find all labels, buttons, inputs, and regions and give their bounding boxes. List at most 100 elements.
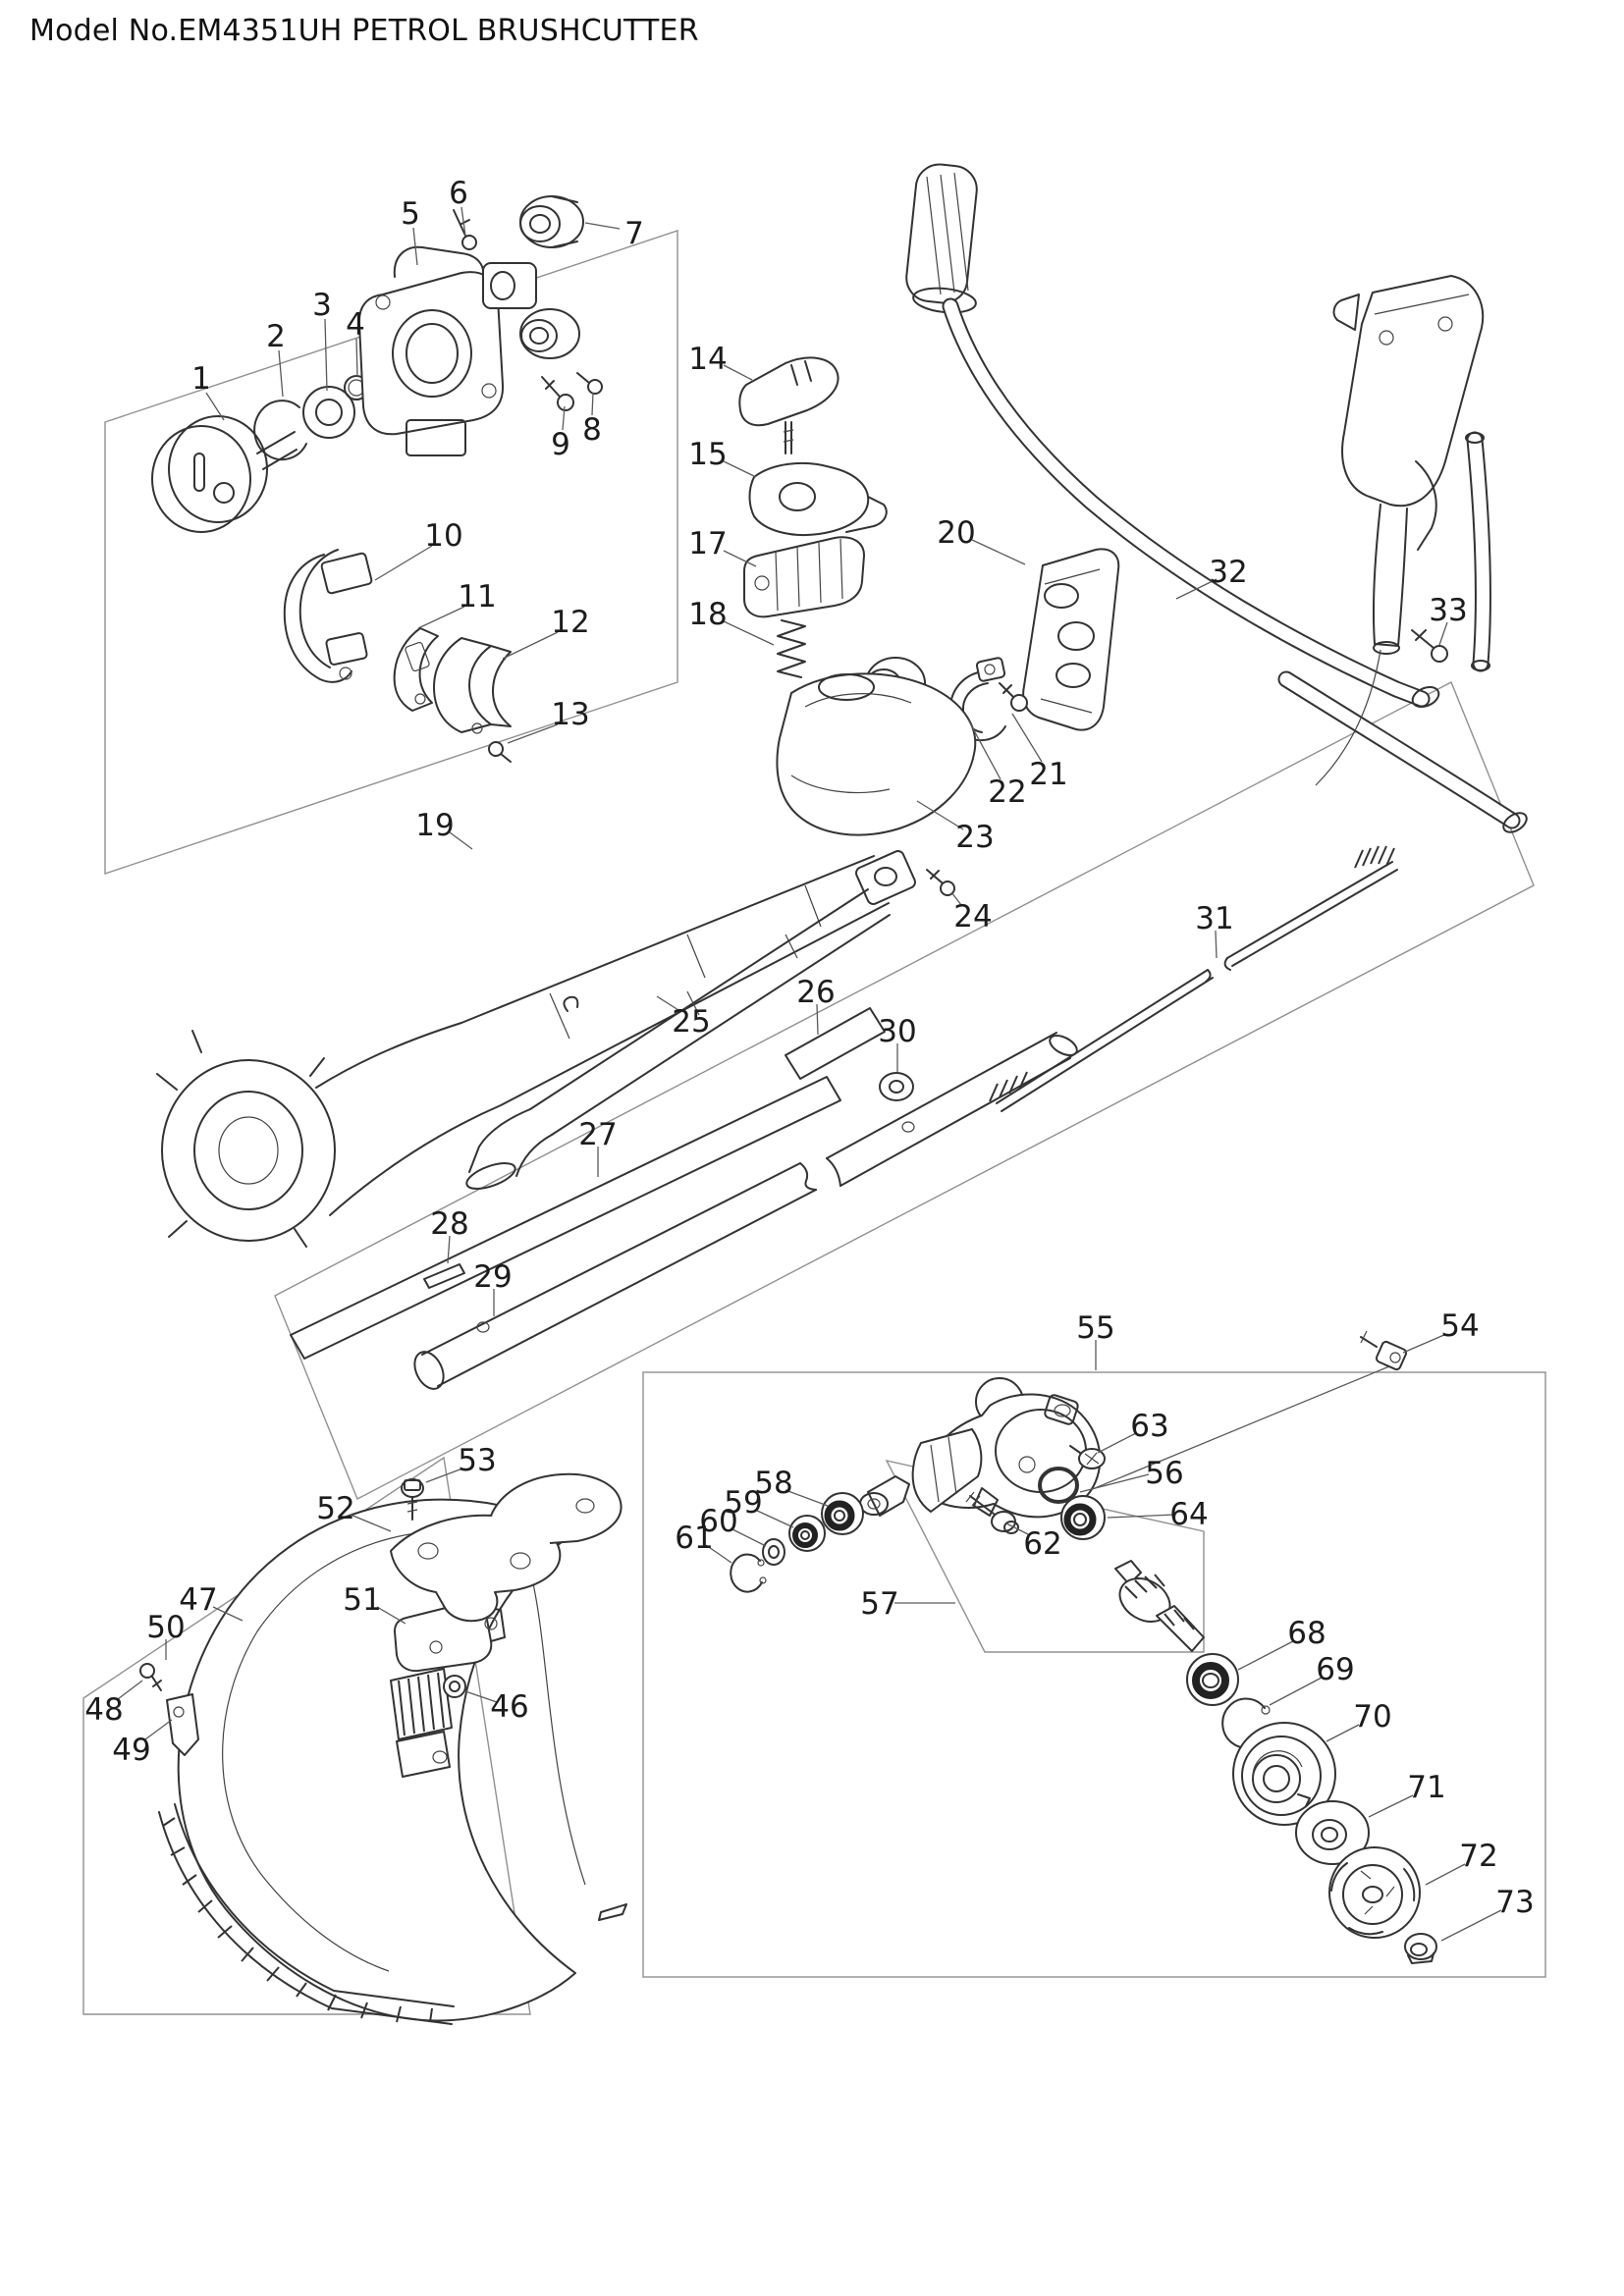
bearing-sleeve-lower: [519, 308, 580, 359]
part-label-63: 63: [1130, 1409, 1168, 1444]
part-label-2: 2: [266, 319, 286, 354]
leader-line-20: [971, 539, 1026, 565]
part-label-12: 12: [551, 605, 589, 640]
bolt-part-9: [541, 376, 574, 411]
leader-line-13: [507, 723, 559, 744]
leader-line-24: [950, 891, 962, 906]
part-label-21: 21: [1029, 757, 1067, 792]
spring-part-18: [777, 619, 806, 678]
washer-part-60: [762, 1538, 785, 1566]
part-label-62: 62: [1023, 1526, 1061, 1562]
part-label-72: 72: [1459, 1839, 1497, 1874]
part-label-13: 13: [551, 697, 589, 732]
lower-pipe-part-29: [413, 1032, 1078, 1390]
key-part-28: [423, 1263, 465, 1289]
o-ring-part-56: [1038, 1467, 1079, 1504]
leader-line-72: [1425, 1863, 1466, 1886]
protector-sheet-part-27: [290, 1076, 841, 1360]
grease-fitting-part-54: [1360, 1330, 1408, 1371]
part-label-6: 6: [449, 176, 468, 211]
part-label-25: 25: [672, 1004, 710, 1040]
nut-part-73: [1404, 1933, 1437, 1964]
part-label-69: 69: [1316, 1652, 1354, 1687]
leader-line-51: [376, 1606, 406, 1625]
clamp-part-12: [433, 637, 512, 734]
leader-line-17: [723, 550, 757, 567]
screw-part-24: [926, 869, 955, 896]
bolt-part-62: [965, 1491, 1019, 1534]
part-label-22: 22: [988, 774, 1026, 810]
driveshaft-housing-part-19: [156, 855, 890, 1248]
part-label-5: 5: [401, 196, 420, 232]
leader-line-31: [1215, 930, 1218, 959]
part-label-31: 31: [1195, 901, 1233, 936]
leader-line-1: [205, 392, 225, 421]
bearing-sleeve-part-7: [519, 195, 584, 248]
part-label-26: 26: [796, 975, 835, 1010]
leader-line-19: [449, 831, 473, 850]
leader-line-49: [144, 1719, 173, 1740]
washer-part-46: [443, 1675, 466, 1698]
part-label-53: 53: [458, 1443, 496, 1478]
hanger-bracket-part-10: [283, 549, 373, 683]
part-label-28: 28: [430, 1206, 468, 1242]
part-label-24: 24: [953, 899, 992, 934]
gear-case-part-55-body: [911, 1377, 1102, 1519]
page-title: Model No.EM4351UH PETROL BRUSHCUTTER: [29, 14, 699, 48]
part-label-18: 18: [688, 597, 727, 632]
knob-part-14: [738, 356, 839, 454]
bearing-part-58: [821, 1492, 864, 1535]
part-label-30: 30: [878, 1014, 916, 1049]
part-label-68: 68: [1287, 1616, 1326, 1651]
grommet-part-30: [879, 1072, 914, 1101]
leader-line-47: [212, 1606, 244, 1622]
gearcase-group-box: [642, 1371, 1546, 1978]
part-label-70: 70: [1353, 1699, 1391, 1735]
part-label-33: 33: [1429, 593, 1467, 628]
part-label-59: 59: [724, 1485, 762, 1521]
leader-line-11: [417, 606, 465, 629]
leader-line-23: [916, 800, 964, 830]
part-label-27: 27: [578, 1117, 617, 1152]
leader-line-6: [460, 206, 466, 237]
leader-line-9: [562, 405, 566, 431]
part-label-58: 58: [754, 1466, 792, 1501]
leader-line-3: [324, 318, 328, 392]
leader-line-70: [1326, 1724, 1360, 1742]
part-labels: 1234567891011121314151718192021222324252…: [84, 176, 1535, 1942]
bolt-part-21: [999, 682, 1028, 712]
part-label-23: 23: [955, 820, 994, 855]
bolt-part-63: [1069, 1445, 1106, 1469]
clamp-bracket-part-17: [743, 536, 865, 618]
receive-washer-part-72: [1328, 1846, 1421, 1939]
leader-line-52: [350, 1514, 392, 1532]
part-label-1: 1: [191, 361, 211, 397]
bracket-part-11: [393, 627, 439, 712]
guard-part-47: [177, 1498, 627, 2022]
leader-line-18: [723, 620, 775, 646]
part-label-17: 17: [688, 526, 727, 561]
part-label-9: 9: [551, 427, 570, 462]
leader-line-56: [1079, 1473, 1150, 1493]
shaft-group-box: [274, 681, 1535, 1500]
part-label-32: 32: [1209, 555, 1247, 590]
handlebar-tube-part-32: [942, 297, 1528, 833]
leader-line-22: [967, 719, 1001, 780]
bearing-part-3: [302, 386, 355, 439]
washer-part-71: [1295, 1800, 1370, 1865]
snap-ring-part-61: [730, 1553, 767, 1593]
part-label-57: 57: [860, 1586, 898, 1622]
leader-line-64: [1107, 1514, 1175, 1519]
part-label-10: 10: [424, 518, 462, 554]
part-label-47: 47: [179, 1582, 217, 1618]
part-label-4: 4: [346, 307, 365, 343]
screw-part-48: [139, 1663, 162, 1691]
flange-part-70: [1232, 1722, 1336, 1826]
grease-fitting-install-line: [1042, 1365, 1390, 1511]
part-label-8: 8: [582, 412, 602, 448]
screw-part-8: [576, 372, 603, 395]
part-label-52: 52: [316, 1491, 354, 1526]
leader-line-61: [705, 1544, 732, 1564]
throttle-assembly: [1315, 275, 1485, 786]
